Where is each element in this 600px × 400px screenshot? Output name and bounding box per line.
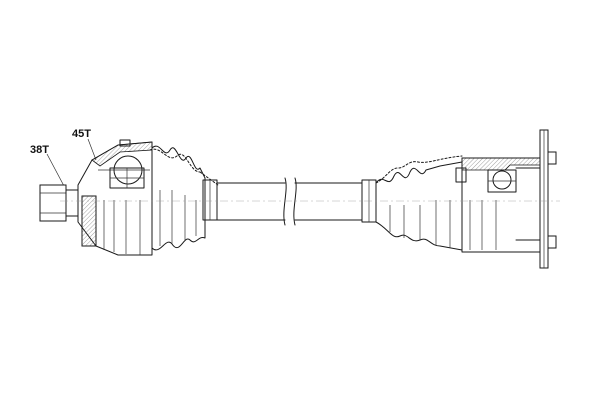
label-38t: 38T — [30, 144, 49, 156]
abs-ring — [81, 195, 97, 247]
outer-cv-housing — [77, 139, 153, 256]
label-45t: 45T — [72, 128, 91, 140]
inner-cv-housing — [461, 157, 541, 253]
outer-boot-clamp — [199, 171, 219, 221]
stub-shoulder — [65, 189, 79, 217]
leader-45t — [87, 138, 97, 161]
main-shaft — [216, 177, 363, 226]
label-38t-group: 38T — [30, 144, 65, 187]
label-45t-group: 45T — [72, 128, 97, 161]
cv-ball — [113, 155, 143, 185]
mounting-flange — [515, 129, 557, 269]
outer-boot — [149, 145, 206, 251]
inner-boot — [375, 155, 467, 251]
leader-38t — [46, 153, 65, 187]
stub-spline — [39, 184, 67, 222]
outer-stub-axle — [39, 184, 79, 222]
break-line-right — [293, 177, 297, 226]
break-line-left — [283, 177, 287, 226]
